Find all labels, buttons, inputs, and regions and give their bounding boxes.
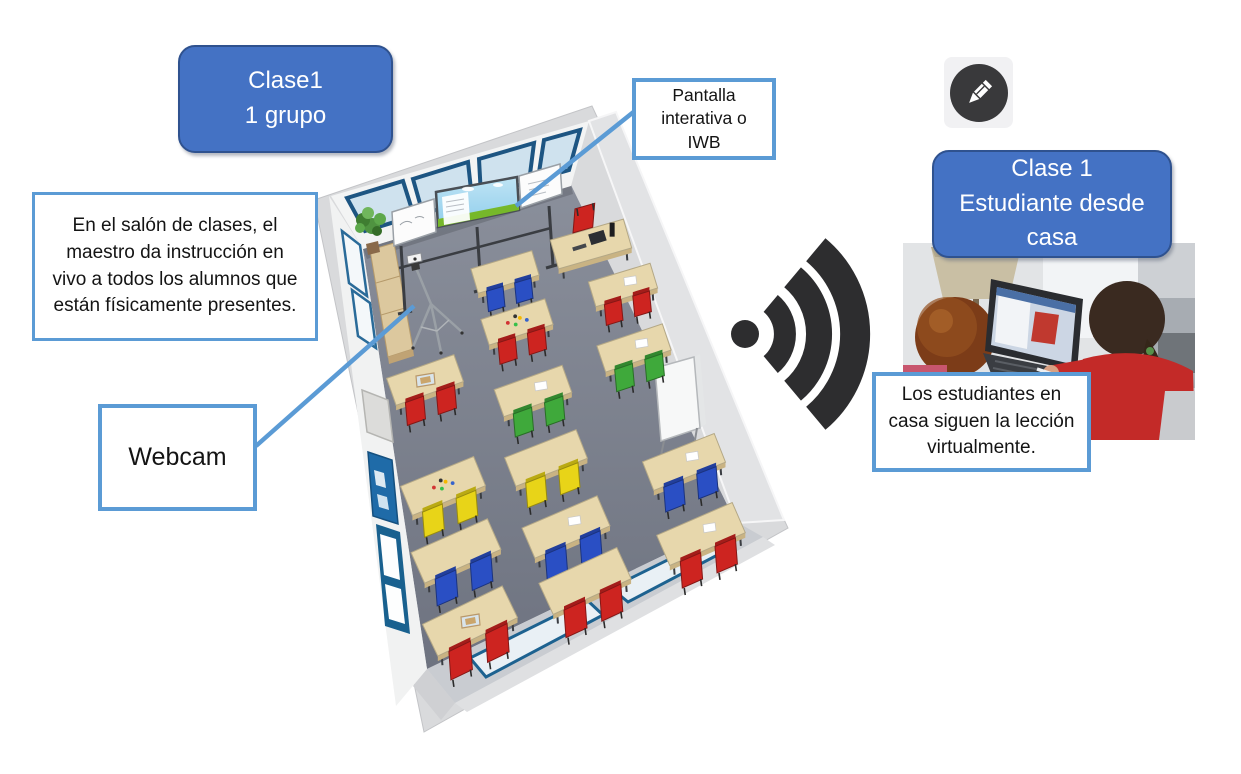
connector-line-webcam [254, 304, 416, 448]
student-desks [385, 202, 746, 688]
webcam-tripod [406, 252, 464, 355]
student-desk [410, 518, 502, 614]
wooden-globe [915, 297, 995, 377]
student-desk [493, 364, 573, 445]
student-desk [503, 428, 589, 515]
connector-line-pantalla [514, 108, 638, 208]
flipchart-board [654, 354, 706, 461]
edit-pencil-button[interactable] [944, 57, 1013, 128]
iwb-screen [434, 175, 521, 229]
class-label-box: Clase1 1 grupo [178, 45, 393, 153]
classroom-note-box: En el salón de clases, el maestro da ins… [32, 192, 318, 341]
interactive-whiteboard [391, 163, 563, 316]
left-wall-window [376, 524, 410, 634]
classroom-door [367, 450, 399, 526]
student-desk [596, 323, 672, 399]
student-desk [399, 455, 487, 545]
student-desk [385, 354, 465, 433]
remote-note-box: Los estudiantes en casa siguen la lecció… [872, 372, 1091, 472]
student-desk [538, 546, 632, 645]
plant [355, 207, 386, 255]
wifi-icon [731, 238, 871, 430]
student-desk [480, 298, 554, 372]
pantalla-callout-box: Pantalla interativa o IWB [632, 78, 776, 160]
student-desk [656, 501, 746, 596]
left-wall [329, 196, 427, 706]
webcam-callout-box: Webcam [98, 404, 257, 511]
bookshelf-cabinet [369, 242, 414, 364]
student-desk [641, 432, 727, 520]
notice-board [361, 388, 394, 444]
student-desk [421, 585, 519, 688]
remote-label-box: Clase 1 Estudiante desde casa [932, 150, 1172, 258]
student-desk [587, 262, 659, 333]
pencil-icon [949, 63, 1008, 122]
teacher-desk [549, 202, 633, 279]
chair-back [1159, 391, 1195, 440]
side-whiteboard-left [391, 198, 437, 248]
